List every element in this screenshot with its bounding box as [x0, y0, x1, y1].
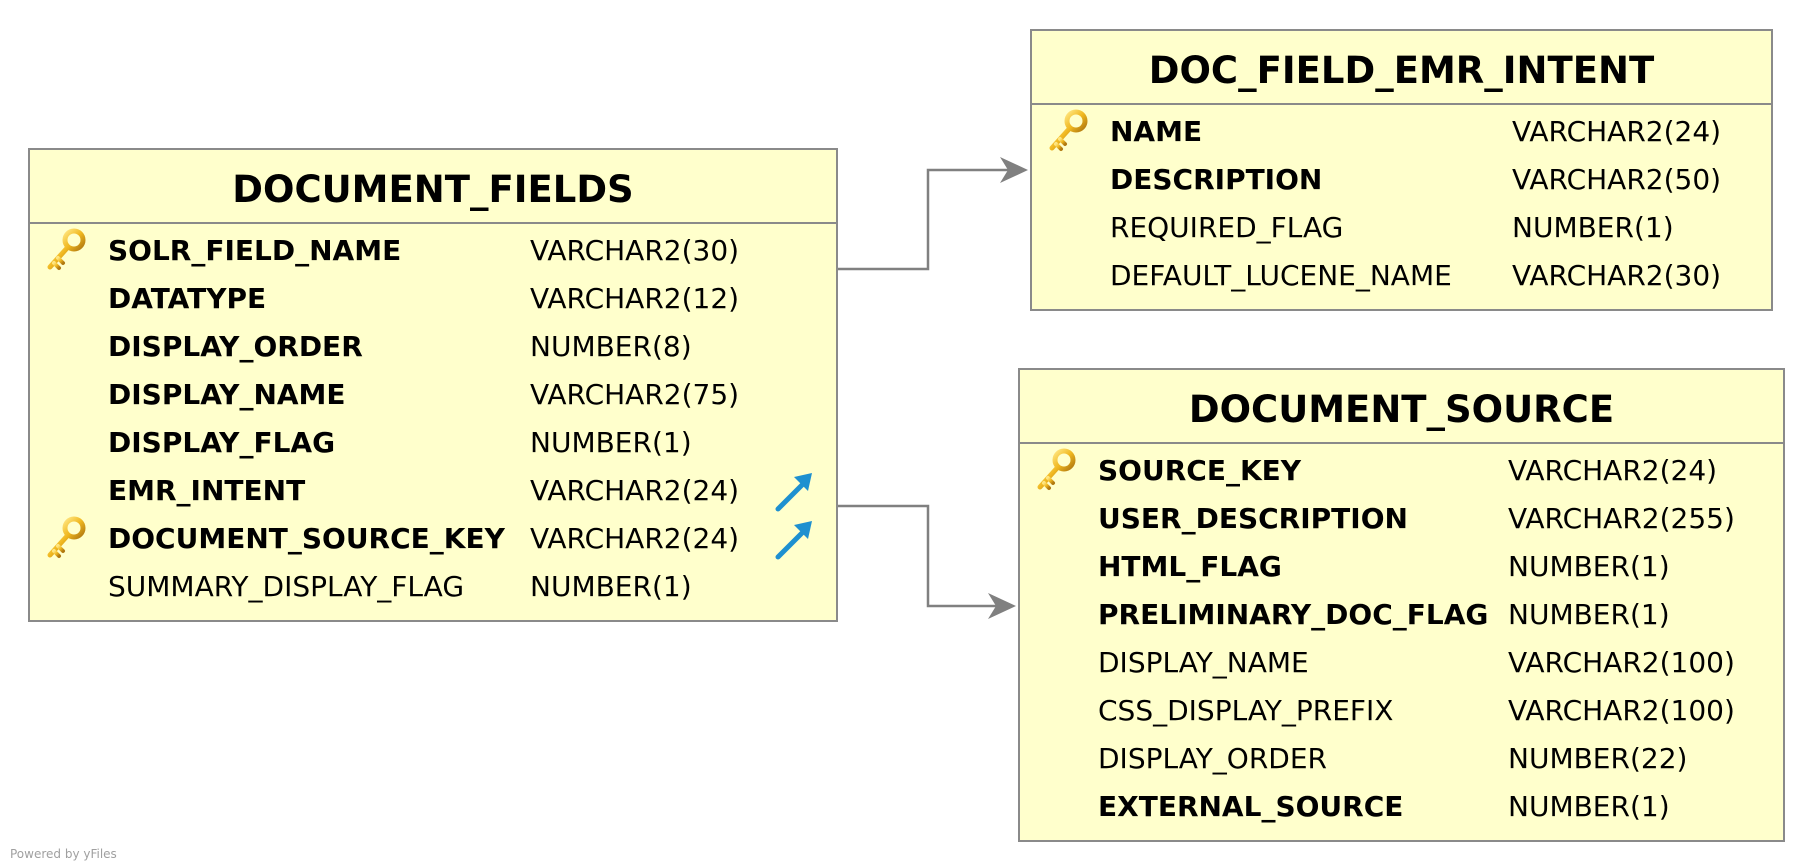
column-type: NUMBER(1) [1508, 550, 1670, 583]
table-row[interactable]: DISPLAY_FLAG NUMBER(1) [30, 419, 836, 467]
table-row[interactable]: DEFAULT_LUCENE_NAME VARCHAR2(30) [1032, 252, 1771, 300]
column-type: VARCHAR2(75) [530, 378, 740, 411]
foreign-key-arrow-icon [770, 515, 818, 563]
column-name: NAME [1110, 115, 1203, 148]
column-type: NUMBER(8) [530, 330, 692, 363]
connector-emr-intent [838, 168, 1010, 271]
table-title: DOCUMENT_SOURCE [1020, 370, 1783, 444]
table-row[interactable]: SOLR_FIELD_NAME VARCHAR2(30) [30, 227, 836, 275]
primary-key-icon [42, 515, 90, 563]
column-type: VARCHAR2(255) [1508, 502, 1735, 535]
column-type: VARCHAR2(100) [1508, 646, 1735, 679]
foreign-key-arrow-icon [770, 467, 818, 515]
powered-by-footer: Powered by yFiles [10, 847, 117, 861]
table-row[interactable]: REQUIRED_FLAG NUMBER(1) [1032, 204, 1771, 252]
column-type: VARCHAR2(30) [530, 234, 740, 267]
table-row[interactable]: DESCRIPTION VARCHAR2(50) [1032, 156, 1771, 204]
primary-key-icon [1032, 447, 1080, 495]
table-row[interactable]: SUMMARY_DISPLAY_FLAG NUMBER(1) [30, 563, 836, 611]
column-name: SOURCE_KEY [1098, 454, 1302, 487]
table-row[interactable]: SOURCE_KEY VARCHAR2(24) [1020, 447, 1783, 495]
table-row[interactable]: USER_DESCRIPTION VARCHAR2(255) [1020, 495, 1783, 543]
column-type: VARCHAR2(50) [1512, 163, 1722, 196]
column-name: CSS_DISPLAY_PREFIX [1098, 694, 1394, 727]
column-name: DOCUMENT_SOURCE_KEY [108, 522, 505, 555]
table-row[interactable]: DATATYPE VARCHAR2(12) [30, 275, 836, 323]
column-name: DISPLAY_FLAG [108, 426, 336, 459]
table-title: DOCUMENT_FIELDS [30, 150, 836, 224]
table-title: DOC_FIELD_EMR_INTENT [1032, 31, 1771, 105]
primary-key-icon [42, 227, 90, 275]
table-row[interactable]: PRELIMINARY_DOC_FLAG NUMBER(1) [1020, 591, 1783, 639]
column-type: NUMBER(1) [1508, 790, 1670, 823]
column-name: REQUIRED_FLAG [1110, 211, 1344, 244]
table-row[interactable]: DISPLAY_ORDER NUMBER(22) [1020, 735, 1783, 783]
table-row[interactable]: EXTERNAL_SOURCE NUMBER(1) [1020, 783, 1783, 831]
column-name: EXTERNAL_SOURCE [1098, 790, 1404, 823]
column-type: VARCHAR2(24) [1512, 115, 1722, 148]
column-name: PRELIMINARY_DOC_FLAG [1098, 598, 1489, 631]
column-name: HTML_FLAG [1098, 550, 1282, 583]
primary-key-icon [1044, 108, 1092, 156]
table-row[interactable]: NAME VARCHAR2(24) [1032, 108, 1771, 156]
column-type: NUMBER(1) [530, 426, 692, 459]
column-type: VARCHAR2(24) [530, 522, 740, 555]
connector-document-source [838, 504, 998, 608]
table-document-source[interactable]: DOCUMENT_SOURCE SOURCE_KEY VARCHAR2(24) US… [1018, 368, 1785, 842]
connector-document-source-arrowhead [988, 593, 1016, 619]
column-name: EMR_INTENT [108, 474, 306, 507]
table-doc-field-emr-intent[interactable]: DOC_FIELD_EMR_INTENT NAME VARCHAR2(24) DES… [1030, 29, 1773, 311]
column-type: VARCHAR2(30) [1512, 259, 1722, 292]
column-name: DISPLAY_NAME [108, 378, 346, 411]
column-type: VARCHAR2(100) [1508, 694, 1735, 727]
table-row[interactable]: DISPLAY_ORDER NUMBER(8) [30, 323, 836, 371]
connector-emr-intent-arrowhead [1000, 157, 1028, 183]
column-type: NUMBER(22) [1508, 742, 1688, 775]
table-row[interactable]: EMR_INTENT VARCHAR2(24) [30, 467, 836, 515]
column-name: DISPLAY_ORDER [108, 330, 363, 363]
column-type: VARCHAR2(24) [1508, 454, 1718, 487]
column-name: SOLR_FIELD_NAME [108, 234, 402, 267]
table-row[interactable]: DISPLAY_NAME VARCHAR2(75) [30, 371, 836, 419]
column-type: NUMBER(1) [1512, 211, 1674, 244]
column-type: VARCHAR2(12) [530, 282, 740, 315]
table-row[interactable]: HTML_FLAG NUMBER(1) [1020, 543, 1783, 591]
column-type: NUMBER(1) [1508, 598, 1670, 631]
table-row[interactable]: CSS_DISPLAY_PREFIX VARCHAR2(100) [1020, 687, 1783, 735]
column-name: DISPLAY_NAME [1098, 646, 1309, 679]
column-name: DESCRIPTION [1110, 163, 1323, 196]
column-name: USER_DESCRIPTION [1098, 502, 1408, 535]
column-name: DEFAULT_LUCENE_NAME [1110, 259, 1452, 292]
table-document-fields[interactable]: DOCUMENT_FIELDS SOLR_FIELD_NAME VARCHAR2(… [28, 148, 838, 622]
column-name: DATATYPE [108, 282, 267, 315]
column-name: DISPLAY_ORDER [1098, 742, 1328, 775]
table-row[interactable]: DISPLAY_NAME VARCHAR2(100) [1020, 639, 1783, 687]
column-name: SUMMARY_DISPLAY_FLAG [108, 570, 465, 603]
table-row[interactable]: DOCUMENT_SOURCE_KEY VARCHAR2(24) [30, 515, 836, 563]
column-type: VARCHAR2(24) [530, 474, 740, 507]
column-type: NUMBER(1) [530, 570, 692, 603]
